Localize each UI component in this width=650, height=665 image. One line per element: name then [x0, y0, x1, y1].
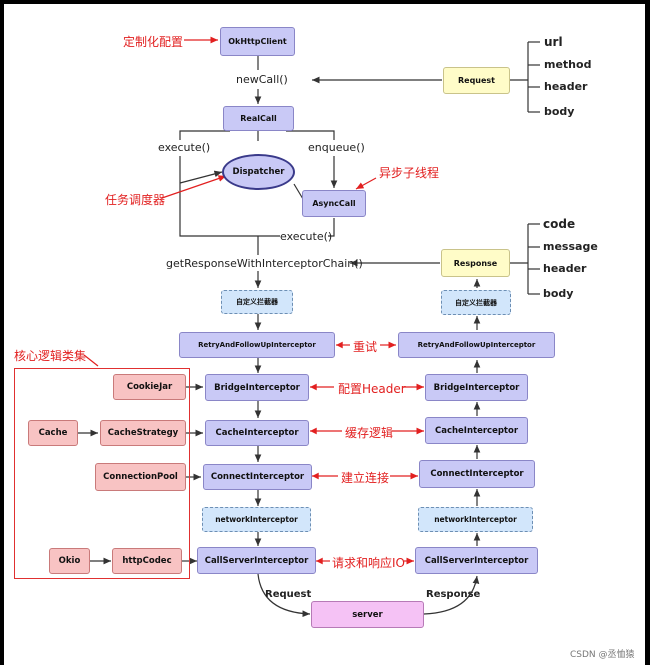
custom-interceptor-right: 自定义拦截器 — [441, 290, 511, 315]
cachestrategy-node: CacheStrategy — [100, 420, 186, 446]
response-flow-label: Response — [426, 589, 481, 600]
frame-border-right — [645, 0, 650, 665]
core-logic-group — [14, 368, 190, 579]
dispatcher-node: Dispatcher — [222, 154, 295, 190]
cookiejar-node: CookieJar — [113, 374, 186, 400]
callserver-interceptor-right: CallServerInterceptor — [415, 547, 538, 574]
response-field-message: message — [543, 240, 598, 253]
annotation-task-dispatcher: 任务调度器 — [105, 193, 166, 207]
okio-node: Okio — [49, 548, 90, 574]
get-chain-label: getResponseWithInterceptorChain() — [166, 257, 363, 270]
connect-interceptor-right: ConnectInterceptor — [419, 460, 535, 488]
execute-label-left: execute() — [158, 141, 211, 154]
retry-interceptor-right: RetryAndFollowUpInterceptor — [398, 332, 555, 358]
request-flow-label: Request — [265, 589, 312, 600]
watermark: CSDN @丞恤猿 — [570, 650, 635, 660]
annotation-connect: 建立连接 — [341, 471, 390, 485]
request-field-header: header — [544, 80, 588, 93]
request-field-body: body — [544, 105, 575, 118]
response-field-code: code — [543, 217, 576, 231]
response-field-header: header — [543, 262, 587, 275]
cache-interceptor-left: CacheInterceptor — [205, 420, 309, 446]
newcall-label: newCall() — [236, 73, 288, 86]
asynccall-node: AsyncCall — [302, 190, 366, 217]
response-field-body: body — [543, 287, 574, 300]
okhttpclient-node: OkHttpClient — [220, 27, 295, 56]
retry-interceptor-left: RetryAndFollowUpInterceptor — [179, 332, 335, 358]
annotation-request-io: 请求和响应IO — [332, 556, 405, 570]
response-node: Response — [441, 249, 510, 277]
callserver-interceptor-left: CallServerInterceptor — [197, 547, 316, 574]
cache-node: Cache — [28, 420, 78, 446]
bridge-interceptor-left: BridgeInterceptor — [205, 374, 309, 401]
enqueue-label: enqueue() — [308, 141, 365, 154]
server-node: server — [311, 601, 424, 628]
annotation-retry: 重试 — [353, 340, 378, 354]
request-node: Request — [443, 67, 510, 94]
annotation-config-header: 配置Header — [338, 382, 406, 396]
annotation-core-classes: 核心逻辑类集 — [14, 349, 87, 363]
connectionpool-node: ConnectionPool — [95, 463, 186, 491]
httpcodec-node: httpCodec — [112, 548, 182, 574]
frame-border-top — [0, 0, 650, 4]
annotation-async-thread: 异步子线程 — [379, 166, 440, 180]
network-interceptor-right: networkInterceptor — [418, 507, 533, 532]
bridge-interceptor-right: BridgeInterceptor — [425, 374, 528, 401]
connect-interceptor-left: ConnectInterceptor — [203, 464, 312, 490]
annotation-cache-logic: 缓存逻辑 — [345, 426, 394, 440]
request-field-url: url — [544, 35, 563, 49]
execute-label-bottom: execute() — [280, 230, 333, 243]
custom-interceptor-left: 自定义拦截器 — [221, 290, 293, 314]
annotation-custom-config: 定制化配置 — [123, 35, 184, 49]
realcall-node: RealCall — [223, 106, 294, 131]
network-interceptor-left: networkInterceptor — [202, 507, 311, 532]
cache-interceptor-right: CacheInterceptor — [425, 417, 528, 444]
request-field-method: method — [544, 58, 592, 71]
frame-border-left — [0, 0, 4, 665]
